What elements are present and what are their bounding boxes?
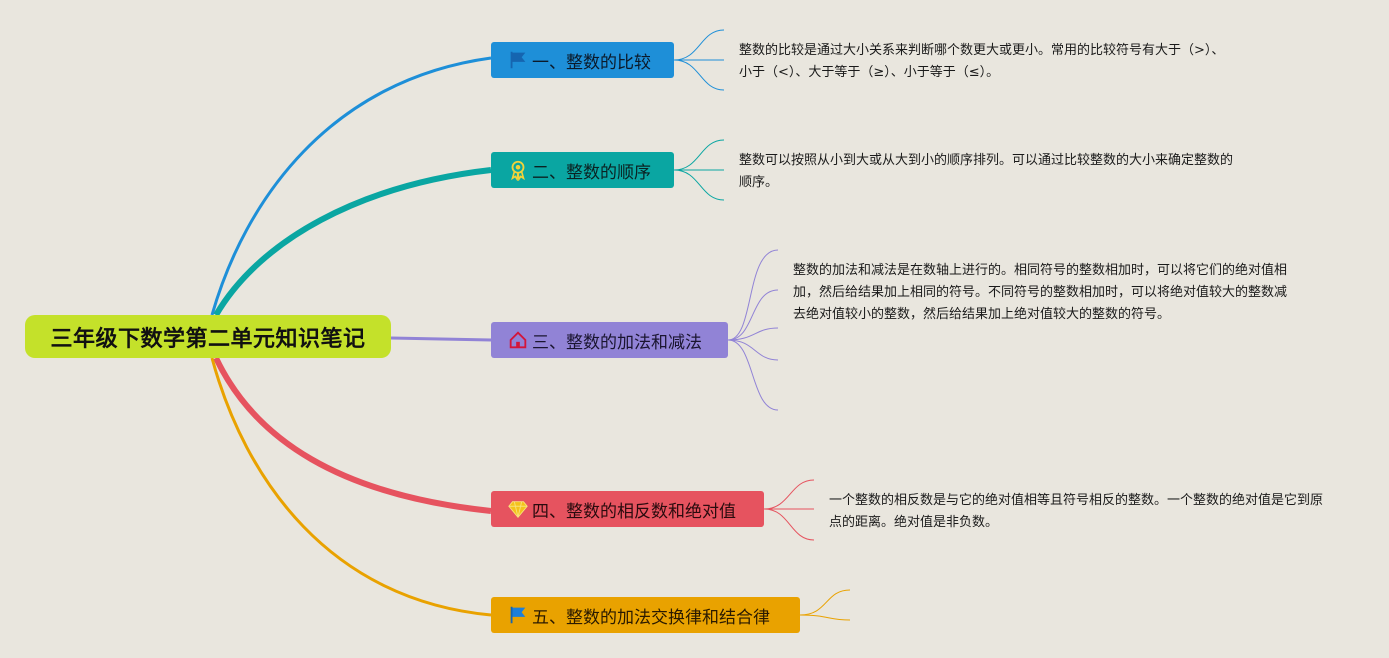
link-root-branch-4 <box>213 356 492 514</box>
house-icon <box>507 329 529 351</box>
flag-icon <box>507 604 529 626</box>
root-title: 三年级下数学第二单元知识笔记 <box>50 326 366 352</box>
branch-title-4: 四、整数的相反数和绝对值 <box>532 501 736 522</box>
note-branch-3: 整数的加法和减法是在数轴上进行的。相同符号的整数相加时，可以将它们的绝对值相加，… <box>793 263 1288 322</box>
branch-title-2: 二、整数的顺序 <box>532 162 651 183</box>
flag-icon <box>507 49 529 71</box>
fan-lines-branch-2 <box>673 139 725 201</box>
fan-lines-branch-3 <box>727 249 779 411</box>
branch-topic-2[interactable]: 二、整数的顺序 <box>491 152 674 188</box>
diamond-icon <box>507 498 529 520</box>
fan-lines-branch-5 <box>799 589 851 621</box>
note-branch-2: 整数可以按照从小到大或从大到小的顺序排列。可以通过比较整数的大小来确定整数的顺序… <box>739 153 1234 190</box>
branch-topic-1[interactable]: 一、整数的比较 <box>491 42 674 78</box>
note-branch-4: 一个整数的相反数是与它的绝对值相等且符号相反的整数。一个整数的绝对值是它到原点的… <box>829 493 1324 530</box>
link-root-branch-5 <box>210 357 492 617</box>
branch-topic-4[interactable]: 四、整数的相反数和绝对值 <box>491 491 764 527</box>
branch-title-1: 一、整数的比较 <box>532 52 651 73</box>
note-branch-1: 整数的比较是通过大小关系来判断哪个数更大或更小。常用的比较符号有大于（>）、小于… <box>739 43 1225 80</box>
root-topic[interactable]: 三年级下数学第二单元知识笔记 <box>25 315 391 358</box>
fan-lines-branch-4 <box>763 479 815 541</box>
branch-topic-5[interactable]: 五、整数的加法交换律和结合律 <box>491 597 800 633</box>
branch-topic-3[interactable]: 三、整数的加法和减法 <box>491 322 728 358</box>
link-root-branch-2 <box>213 167 492 317</box>
branch-title-3: 三、整数的加法和减法 <box>532 332 702 353</box>
link-root-branch-3 <box>390 336 492 342</box>
fan-lines-branch-1 <box>673 29 725 91</box>
link-root-branch-1 <box>210 56 492 316</box>
branch-title-5: 五、整数的加法交换律和结合律 <box>532 607 770 628</box>
award-medal-icon <box>507 159 529 181</box>
